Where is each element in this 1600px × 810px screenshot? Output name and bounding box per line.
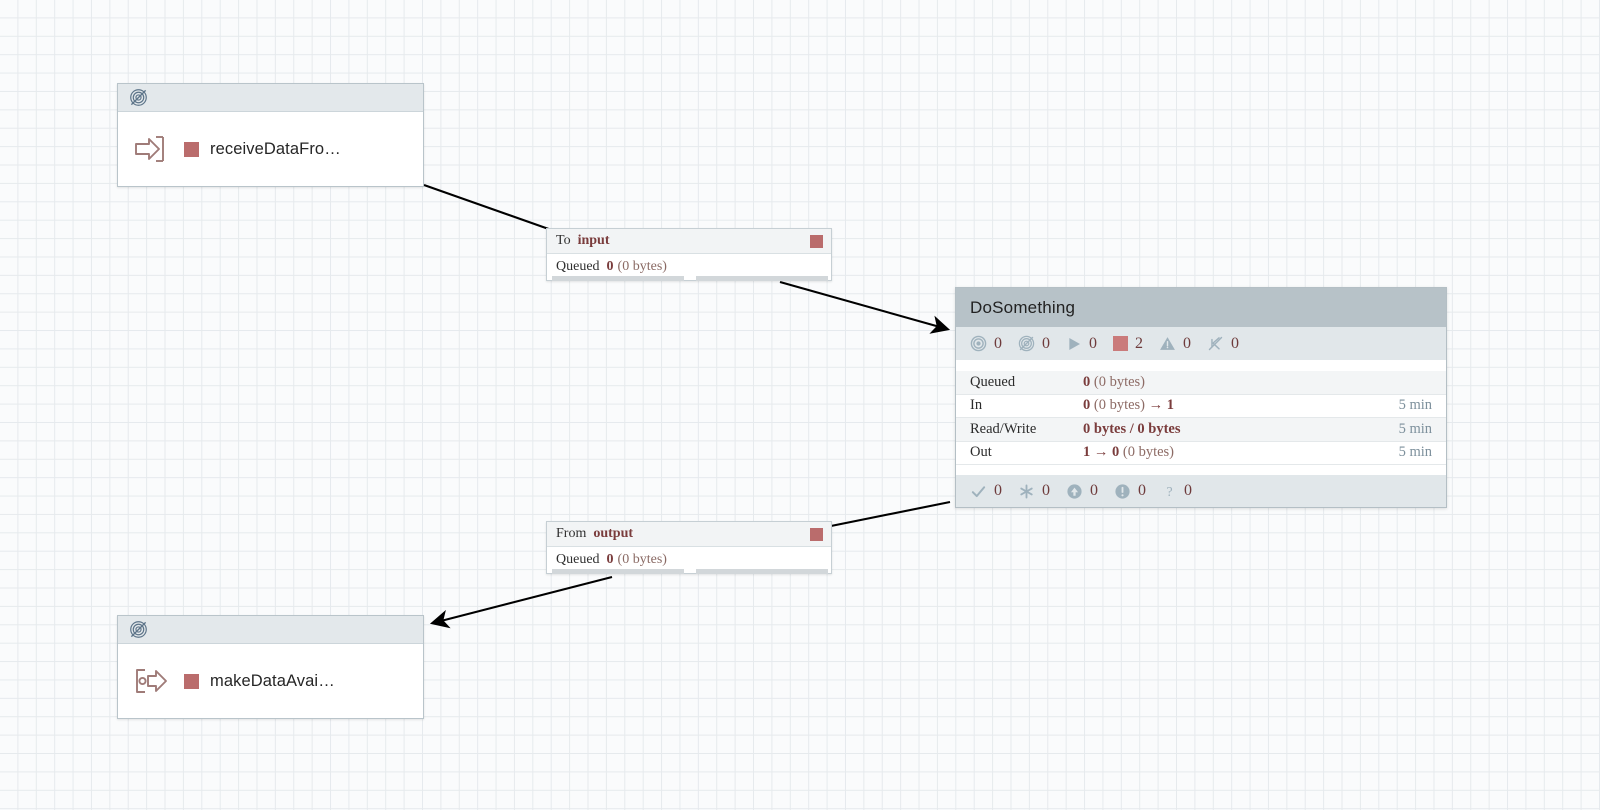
- connection-from-output[interactable]: From output Queued 0 (0 bytes): [546, 521, 832, 574]
- row-value-in-dim: (0 bytes): [1093, 397, 1146, 414]
- connection-to-input-body: Queued 0 (0 bytes): [547, 254, 833, 281]
- process-group-title: DoSomething: [970, 297, 1076, 317]
- row-key-readwrite: Read/Write: [970, 420, 1037, 437]
- queued-label: Queued: [556, 259, 600, 274]
- transmission-disabled-icon[interactable]: [129, 620, 148, 639]
- input-port-header: [118, 84, 423, 112]
- transmission-disabled-icon[interactable]: [129, 88, 148, 107]
- row-time-out: 5 min: [1398, 444, 1432, 461]
- footer-stat-exclamation-circle-value: 0: [1138, 482, 1146, 499]
- input-port-icon: [132, 132, 170, 166]
- row-value-out-bold: 1 → 0: [1083, 444, 1120, 461]
- stat-transmitting[interactable]: 0: [970, 335, 1002, 353]
- row-value-queued-bold: 0: [1083, 373, 1091, 390]
- footer-stat-up-arrow-circle-value: 0: [1090, 482, 1098, 499]
- process-group-row-out: Out 1 → 0 (0 bytes) 5 min: [956, 442, 1446, 465]
- row-key-out: Out: [970, 444, 992, 461]
- row-time-in: 5 min: [1398, 397, 1432, 414]
- stat-invalid[interactable]: 0: [1159, 335, 1191, 353]
- connection-status-square: [810, 527, 823, 541]
- connection-name-label: output: [593, 526, 634, 541]
- output-port-header: [118, 616, 423, 644]
- row-value-out-dim: (0 bytes): [1122, 444, 1175, 461]
- process-group-header: DoSomething: [956, 288, 1446, 327]
- row-time-readwrite: 5 min: [1398, 420, 1432, 437]
- queued-count: 0: [606, 259, 614, 274]
- queue-size-bar: [696, 276, 828, 281]
- queued-label: Queued: [556, 552, 600, 567]
- link-inputport-to-connection: [423, 184, 561, 234]
- output-port-icon: [132, 664, 170, 698]
- queue-count-bar: [552, 276, 684, 281]
- stat-not-transmitting[interactable]: 0: [1018, 335, 1050, 353]
- footer-stat-asterisk[interactable]: 0: [1018, 482, 1050, 500]
- footer-stat-check-value: 0: [994, 482, 1002, 499]
- input-port-status-square: [184, 141, 199, 157]
- queued-count: 0: [606, 552, 614, 567]
- footer-stat-up-arrow-circle[interactable]: 0: [1066, 482, 1098, 500]
- queue-size-bar: [696, 569, 828, 574]
- process-group-stats-bar: 0 0 0 2: [956, 327, 1446, 360]
- queue-count-bar: [552, 569, 684, 574]
- connection-from-output-header: From output: [547, 522, 831, 547]
- row-key-in: In: [970, 397, 983, 414]
- row-value-in-bold: 0: [1083, 397, 1091, 414]
- row-value-in-extra: → 1: [1148, 397, 1175, 414]
- link-connection-to-outputport: [429, 575, 613, 629]
- stat-stopped-value: 2: [1135, 334, 1143, 352]
- output-port-component[interactable]: makeDataAvai…: [117, 615, 424, 719]
- stat-stopped[interactable]: 2: [1113, 335, 1143, 353]
- row-value-out: 1 → 0 (0 bytes): [1083, 444, 1174, 461]
- svg-text:?: ?: [1166, 483, 1172, 498]
- connection-to-input-header: To input: [547, 229, 831, 254]
- process-group-footer-bar: 0 0 0: [956, 475, 1446, 507]
- stat-not-transmitting-value: 0: [1042, 334, 1050, 352]
- connection-direction-label: To: [556, 233, 571, 248]
- row-value-readwrite: 0 bytes / 0 bytes: [1083, 421, 1180, 438]
- input-port-body: receiveDataFro…: [118, 112, 423, 186]
- queue-progress-bars: [547, 569, 833, 574]
- row-value-queued-dim: (0 bytes): [1093, 373, 1146, 390]
- process-group-spacer-bottom: [956, 465, 1446, 475]
- footer-stat-question-value: 0: [1184, 482, 1192, 499]
- process-group-row-in: In 0 (0 bytes) → 1 5 min: [956, 395, 1446, 418]
- process-group-row-queued: Queued 0 (0 bytes): [956, 371, 1446, 395]
- stat-disabled[interactable]: 0: [1207, 335, 1239, 353]
- input-port-component[interactable]: receiveDataFro…: [117, 83, 424, 187]
- stat-disabled-value: 0: [1231, 334, 1239, 352]
- row-key-queued: Queued: [970, 373, 1016, 390]
- queued-size: (0 bytes): [617, 552, 667, 567]
- stat-running-value: 0: [1089, 334, 1097, 352]
- queued-size: (0 bytes): [617, 259, 667, 274]
- connection-from-output-body: Queued 0 (0 bytes): [547, 547, 833, 574]
- row-value-in: 0 (0 bytes) → 1: [1083, 397, 1174, 414]
- output-port-label: makeDataAvai…: [210, 671, 335, 690]
- output-port-body: makeDataAvai…: [118, 644, 423, 718]
- stopped-icon: [1113, 336, 1128, 351]
- input-port-label: receiveDataFro…: [210, 139, 341, 158]
- process-group-row-readwrite: Read/Write 0 bytes / 0 bytes 5 min: [956, 418, 1446, 442]
- link-processgroup-to-connection: [825, 500, 951, 529]
- footer-stat-check[interactable]: 0: [970, 482, 1002, 500]
- footer-stat-exclamation-circle[interactable]: 0: [1114, 482, 1146, 500]
- stat-invalid-value: 0: [1183, 334, 1191, 352]
- process-group-spacer: [956, 360, 1446, 371]
- process-group-dosomething[interactable]: DoSomething 0 0: [955, 287, 1447, 508]
- connection-name-label: input: [577, 233, 610, 248]
- row-value-queued: 0 (0 bytes): [1083, 374, 1145, 391]
- row-value-readwrite-bold: 0 bytes / 0 bytes: [1083, 420, 1181, 437]
- link-connection-to-processgroup: [779, 280, 951, 334]
- footer-stat-question[interactable]: ? 0: [1162, 482, 1192, 500]
- connection-direction-label: From: [556, 526, 587, 541]
- stat-running[interactable]: 0: [1066, 335, 1097, 353]
- output-port-status-square: [184, 673, 199, 689]
- connection-status-square: [810, 234, 823, 248]
- queue-progress-bars: [547, 276, 833, 281]
- footer-stat-asterisk-value: 0: [1042, 482, 1050, 499]
- stat-transmitting-value: 0: [994, 334, 1002, 352]
- connection-to-input[interactable]: To input Queued 0 (0 bytes): [546, 228, 832, 281]
